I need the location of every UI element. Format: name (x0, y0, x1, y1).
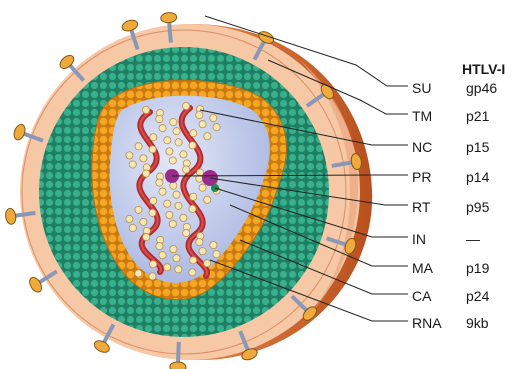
nucleocapsid-bead (196, 111, 203, 118)
nucleocapsid-bead (210, 242, 217, 249)
nucleocapsid-bead (156, 179, 163, 186)
nucleocapsid-bead (199, 121, 206, 128)
nucleocapsid-bead (169, 157, 176, 164)
nucleocapsid-bead (150, 134, 157, 141)
component-abbr-in: IN (412, 231, 426, 247)
component-protein-nc: p15 (466, 139, 490, 155)
component-abbr-ma: MA (412, 260, 434, 276)
nucleocapsid-bead (173, 128, 180, 135)
nucleocapsid-bead (204, 196, 211, 203)
nucleocapsid-bead (189, 269, 196, 276)
virus-name-header: HTLV-I (462, 61, 505, 77)
nucleocapsid-bead (149, 146, 156, 153)
component-protein-tm: p21 (466, 108, 490, 124)
nucleocapsid-bead (189, 142, 196, 149)
component-abbr-tm: TM (412, 108, 432, 124)
component-abbr-su: SU (412, 80, 431, 96)
nucleocapsid-bead (170, 246, 177, 253)
nucleocapsid-bead (210, 114, 217, 121)
nucleocapsid-bead (190, 130, 197, 137)
nucleocapsid-bead (175, 266, 182, 273)
nucleocapsid-bead (135, 270, 142, 277)
nucleocapsid-bead (170, 118, 177, 125)
nucleocapsid-bead (156, 115, 163, 122)
nucleocapsid-bead (143, 233, 150, 240)
nucleocapsid-bead (164, 264, 171, 271)
nucleocapsid-bead (199, 184, 206, 191)
nucleocapsid-bead (169, 220, 176, 227)
nucleocapsid-bead (135, 206, 142, 213)
component-abbr-nc: NC (412, 139, 432, 155)
nucleocapsid-bead (173, 255, 180, 262)
nucleocapsid-bead (164, 200, 171, 207)
component-protein-rt: p95 (466, 199, 490, 215)
nucleocapsid-bead (164, 137, 171, 144)
nucleocapsid-bead (150, 261, 157, 268)
nucleocapsid-bead (183, 229, 190, 236)
nucleocapsid-bead (166, 148, 173, 155)
nucleocapsid-bead (140, 155, 147, 162)
nucleocapsid-bead (156, 243, 163, 250)
nucleocapsid-bead (166, 211, 173, 218)
component-abbr-rna: RNA (412, 315, 442, 331)
component-protein-in: — (466, 231, 480, 247)
nucleocapsid-bead (213, 251, 220, 258)
nucleocapsid-bead (135, 143, 142, 150)
nucleocapsid-bead (129, 224, 136, 231)
nucleocapsid-bead (126, 152, 133, 159)
nucleocapsid-bead (143, 170, 150, 177)
nucleocapsid-bead (183, 166, 190, 173)
nucleocapsid-bead (126, 215, 133, 222)
component-abbr-rt: RT (412, 199, 431, 215)
component-abbr-pr: PR (412, 169, 431, 185)
nucleocapsid-bead (175, 139, 182, 146)
nucleocapsid-bead (182, 102, 189, 109)
component-protein-su: gp46 (466, 80, 497, 96)
nucleocapsid-bead (129, 161, 136, 168)
component-protein-pr: p14 (466, 169, 490, 185)
nucleocapsid-bead (204, 133, 211, 140)
nucleocapsid-bead (142, 106, 149, 113)
component-abbr-ca: CA (412, 288, 432, 304)
nucleocapsid-bead (159, 188, 166, 195)
component-protein-ma: p19 (466, 260, 490, 276)
nucleocapsid-bead (190, 193, 197, 200)
nucleocapsid-bead (180, 151, 187, 158)
component-protein-rna: 9kb (466, 315, 489, 331)
nucleocapsid-bead (159, 252, 166, 259)
nucleocapsid-bead (175, 202, 182, 209)
nucleocapsid-bead (149, 209, 156, 216)
nucleocapsid-bead (159, 125, 166, 132)
component-protein-ca: p24 (466, 288, 490, 304)
nucleocapsid-bead (204, 260, 211, 267)
nucleocapsid-bead (180, 214, 187, 221)
nucleocapsid-bead (170, 182, 177, 189)
nucleocapsid-bead (199, 248, 206, 255)
nucleocapsid-bead (140, 218, 147, 225)
nucleocapsid-bead (213, 124, 220, 131)
nucleocapsid-bead (189, 205, 196, 212)
nucleocapsid-bead (190, 257, 197, 264)
nucleocapsid-bead (149, 273, 156, 280)
nucleocapsid-bead (150, 197, 157, 204)
nucleocapsid-bead (173, 191, 180, 198)
nucleocapsid-bead (196, 239, 203, 246)
